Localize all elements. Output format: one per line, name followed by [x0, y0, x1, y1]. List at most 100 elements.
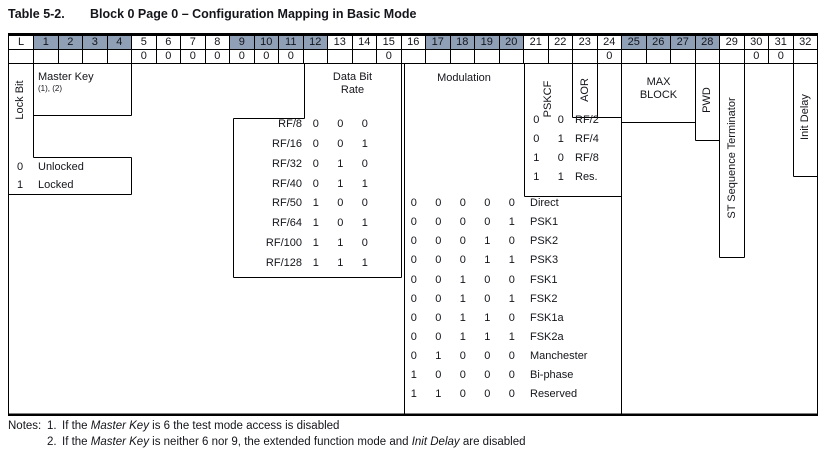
bit-header-20: 20	[499, 36, 524, 50]
bit-header-26: 26	[646, 36, 671, 50]
bit-value: 0	[557, 152, 564, 164]
bit-value: 0	[435, 235, 442, 248]
preset-cell-20	[499, 50, 524, 64]
row-label: RF/32	[272, 157, 302, 170]
row-label: Manchester	[530, 350, 588, 363]
bit-value: 0	[337, 118, 344, 130]
bit-value: 0	[410, 254, 417, 267]
row-label: Bi-phase	[530, 369, 574, 382]
bit-header-corner: L	[9, 36, 34, 50]
preset-cell-10: 0	[254, 50, 279, 64]
row-label: RF/64	[272, 217, 302, 230]
bit-value: 1	[459, 330, 466, 343]
bit-header-14: 14	[352, 36, 377, 50]
st-sequence-terminator-label: ST Sequence Terminator	[726, 97, 738, 219]
bit-value: 1	[361, 177, 368, 190]
bit-value: 0	[484, 292, 491, 305]
bit-value: 0	[459, 235, 466, 248]
bit-value: 1	[312, 217, 319, 230]
bit-value: 0	[459, 350, 466, 363]
bit-value: 1	[361, 137, 368, 150]
preset-cell-18	[450, 50, 475, 64]
bit-header-29: 29	[720, 36, 745, 50]
bit-value: 0	[361, 237, 368, 250]
preset-cell-2	[58, 50, 83, 64]
bit-header-9: 9	[230, 36, 255, 50]
row-label: FSK1	[530, 273, 558, 286]
bit-value: 0	[508, 235, 515, 248]
row-label: Reserved	[530, 388, 578, 401]
bit-value: 0	[312, 157, 319, 170]
bit-value: 0	[435, 330, 442, 343]
bit-value: 1	[435, 350, 442, 363]
row-label: FSK1a	[530, 311, 564, 324]
bit-header-25: 25	[622, 36, 647, 50]
bit-value: 0	[361, 157, 368, 170]
note-italic-term: Master Key	[90, 436, 149, 448]
data-bit-rate-title-line: Rate	[340, 83, 365, 96]
preset-cell-12	[303, 50, 328, 64]
row-label: Direct	[530, 197, 559, 209]
table-caption-number: Table 5-2.	[8, 7, 65, 21]
bit-value: 0	[435, 292, 442, 305]
bit-value: 0	[508, 369, 515, 382]
bit-value: 0	[484, 350, 491, 363]
bit-value: 1	[508, 254, 515, 267]
pwd-label: PWD	[701, 87, 713, 113]
bit-header-1: 1	[34, 36, 59, 50]
legend-bit-value: 0	[16, 161, 24, 173]
bit-value: 1	[557, 133, 564, 145]
bit-value: 1	[337, 256, 344, 269]
preset-cell-21	[524, 50, 549, 64]
bit-value: 0	[459, 197, 466, 209]
bit-header-13: 13	[328, 36, 353, 50]
bit-value: 0	[410, 330, 417, 343]
bit-value: 0	[484, 197, 491, 209]
bit-value: 0	[410, 292, 417, 305]
row-label: RF/100	[265, 237, 302, 250]
bit-value: 0	[312, 118, 319, 130]
bit-header-22: 22	[548, 36, 573, 50]
preset-cell-22	[548, 50, 573, 64]
preset-cell-28	[695, 50, 720, 64]
bit-value: 0	[508, 273, 515, 286]
row-label: RF/50	[272, 197, 302, 210]
row-label: RF/16	[272, 137, 302, 150]
bit-value: 0	[361, 118, 368, 130]
preset-cell-3	[83, 50, 108, 64]
notes-label: Notes:	[8, 420, 42, 432]
preset-cell-6: 0	[156, 50, 181, 64]
bit-header-6: 6	[156, 36, 181, 50]
bit-header-19: 19	[475, 36, 500, 50]
preset-cell-15: 0	[377, 50, 402, 64]
preset-cell-1	[34, 50, 59, 64]
row-label: FSK2a	[530, 330, 564, 343]
bit-value: 0	[459, 254, 466, 267]
bit-value: 0	[361, 197, 368, 210]
row-label: PSK2	[530, 235, 559, 248]
row-label: Res.	[575, 171, 598, 183]
bit-value: 0	[484, 273, 491, 286]
row-label: RF/40	[272, 177, 302, 190]
bit-header-7: 7	[181, 36, 206, 50]
legend-bit-value: 1	[16, 179, 24, 191]
bit-value: 1	[337, 177, 344, 190]
bit-value: 0	[435, 273, 442, 286]
bit-value: 0	[435, 197, 442, 209]
bit-value: 1	[410, 369, 417, 382]
bit-header-5: 5	[132, 36, 157, 50]
preset-cell-26	[646, 50, 671, 64]
preset-cell-4	[107, 50, 132, 64]
